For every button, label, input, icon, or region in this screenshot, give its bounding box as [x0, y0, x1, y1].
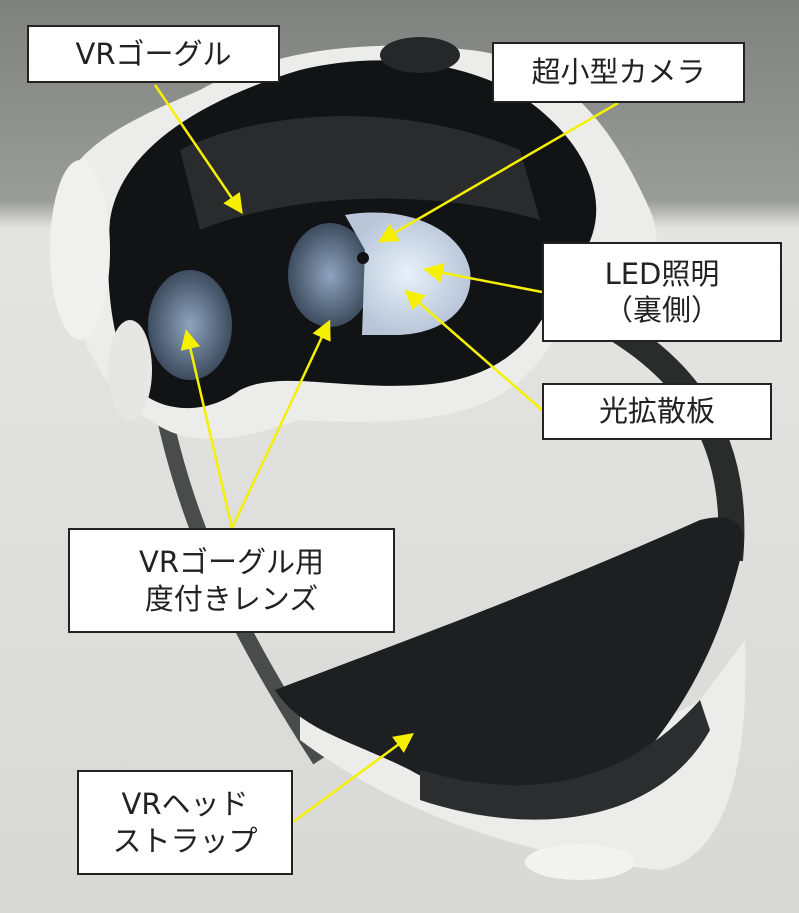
label-vr-goggle: VRゴーグル — [27, 25, 280, 83]
label-diffuser: 光拡散板 — [542, 383, 772, 440]
label-micro-camera: 超小型カメラ — [492, 42, 745, 103]
label-prescription-lens: VRゴーグル用 度付きレンズ — [68, 528, 395, 633]
label-led-light: LED照明 （裏側） — [542, 242, 782, 342]
label-head-strap: VRヘッド ストラップ — [77, 770, 293, 875]
